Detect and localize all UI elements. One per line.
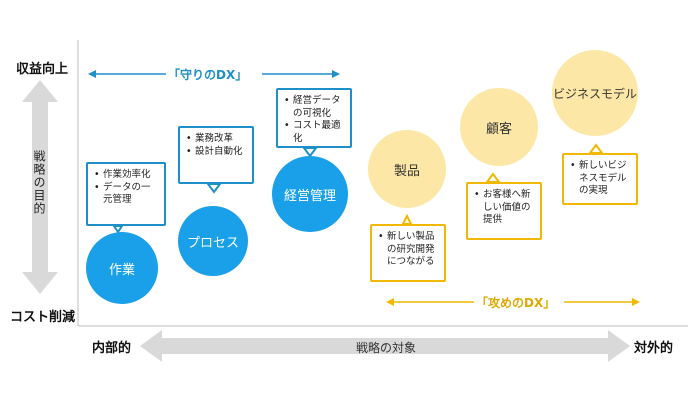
product-callout: 新しい製品の研究開発につながる: [370, 224, 446, 282]
management-callout: 経営データの可視化 コスト最適化: [276, 88, 352, 148]
business-model-callout: 新しいビジネスモデルの実現: [562, 153, 638, 205]
x-axis-right-label: 対外的: [634, 341, 674, 356]
y-axis-bottom-label: コスト削減: [10, 310, 76, 325]
business-model-circle-label: ビジネスモデル: [552, 86, 637, 101]
management-callout-pointer: [302, 147, 318, 158]
horizontal-axis-arrow: [140, 330, 630, 362]
offensive-dx-label: 「攻めのDX」: [476, 296, 556, 310]
business-model-callout-item: 新しいビジネスモデルの実現: [570, 160, 630, 198]
x-axis-left-label: 内部的: [92, 341, 132, 356]
management-callout-item: コスト最適化: [284, 120, 344, 145]
y-axis-top-label: 収益向上: [16, 62, 69, 77]
work-circle: 作業: [86, 232, 158, 304]
work-callout-item: データの一元管理: [94, 182, 158, 207]
process-circle: プロセス: [178, 206, 248, 276]
process-callout-item: 設計自動化: [186, 146, 246, 159]
defensive-dx-range-arrow: [88, 70, 340, 78]
work-callout: 作業効率化 データの一元管理: [86, 162, 166, 226]
work-circle-label: 作業: [108, 262, 135, 278]
offensive-dx-range-arrow: [386, 298, 640, 306]
customer-circle-label: 顧客: [485, 121, 512, 137]
business-model-callout-pointer: [588, 143, 604, 154]
business-model-circle: ビジネスモデル: [552, 50, 638, 136]
process-callout-item: 業務改革: [186, 133, 246, 146]
product-callout-item: 新しい製品の研究開発につながる: [378, 231, 438, 269]
work-callout-item: 作業効率化: [94, 169, 158, 182]
work-callout-pointer: [112, 225, 124, 234]
customer-callout-item: お客様へ新しい価値の提供: [474, 189, 534, 227]
y-axis-title: 戦略の目的: [32, 150, 46, 215]
customer-circle: 顧客: [460, 88, 538, 166]
product-circle: 製品: [368, 130, 446, 208]
product-callout-pointer: [401, 213, 413, 225]
x-axis-title: 戦略の対象: [356, 341, 417, 355]
customer-callout-pointer: [485, 172, 501, 183]
management-callout-item: 経営データの可視化: [284, 95, 344, 120]
process-circle-label: プロセス: [186, 235, 239, 251]
product-circle-label: 製品: [393, 163, 420, 179]
vertical-axis-arrow: [22, 80, 58, 294]
process-callout: 業務改革 設計自動化: [178, 126, 254, 184]
management-circle: 経営管理: [272, 156, 348, 232]
management-circle-label: 経営管理: [283, 188, 336, 204]
process-callout-pointer: [206, 183, 222, 194]
defensive-dx-label: 「守りのDX」: [168, 68, 248, 82]
customer-callout: お客様へ新しい価値の提供: [466, 182, 542, 240]
